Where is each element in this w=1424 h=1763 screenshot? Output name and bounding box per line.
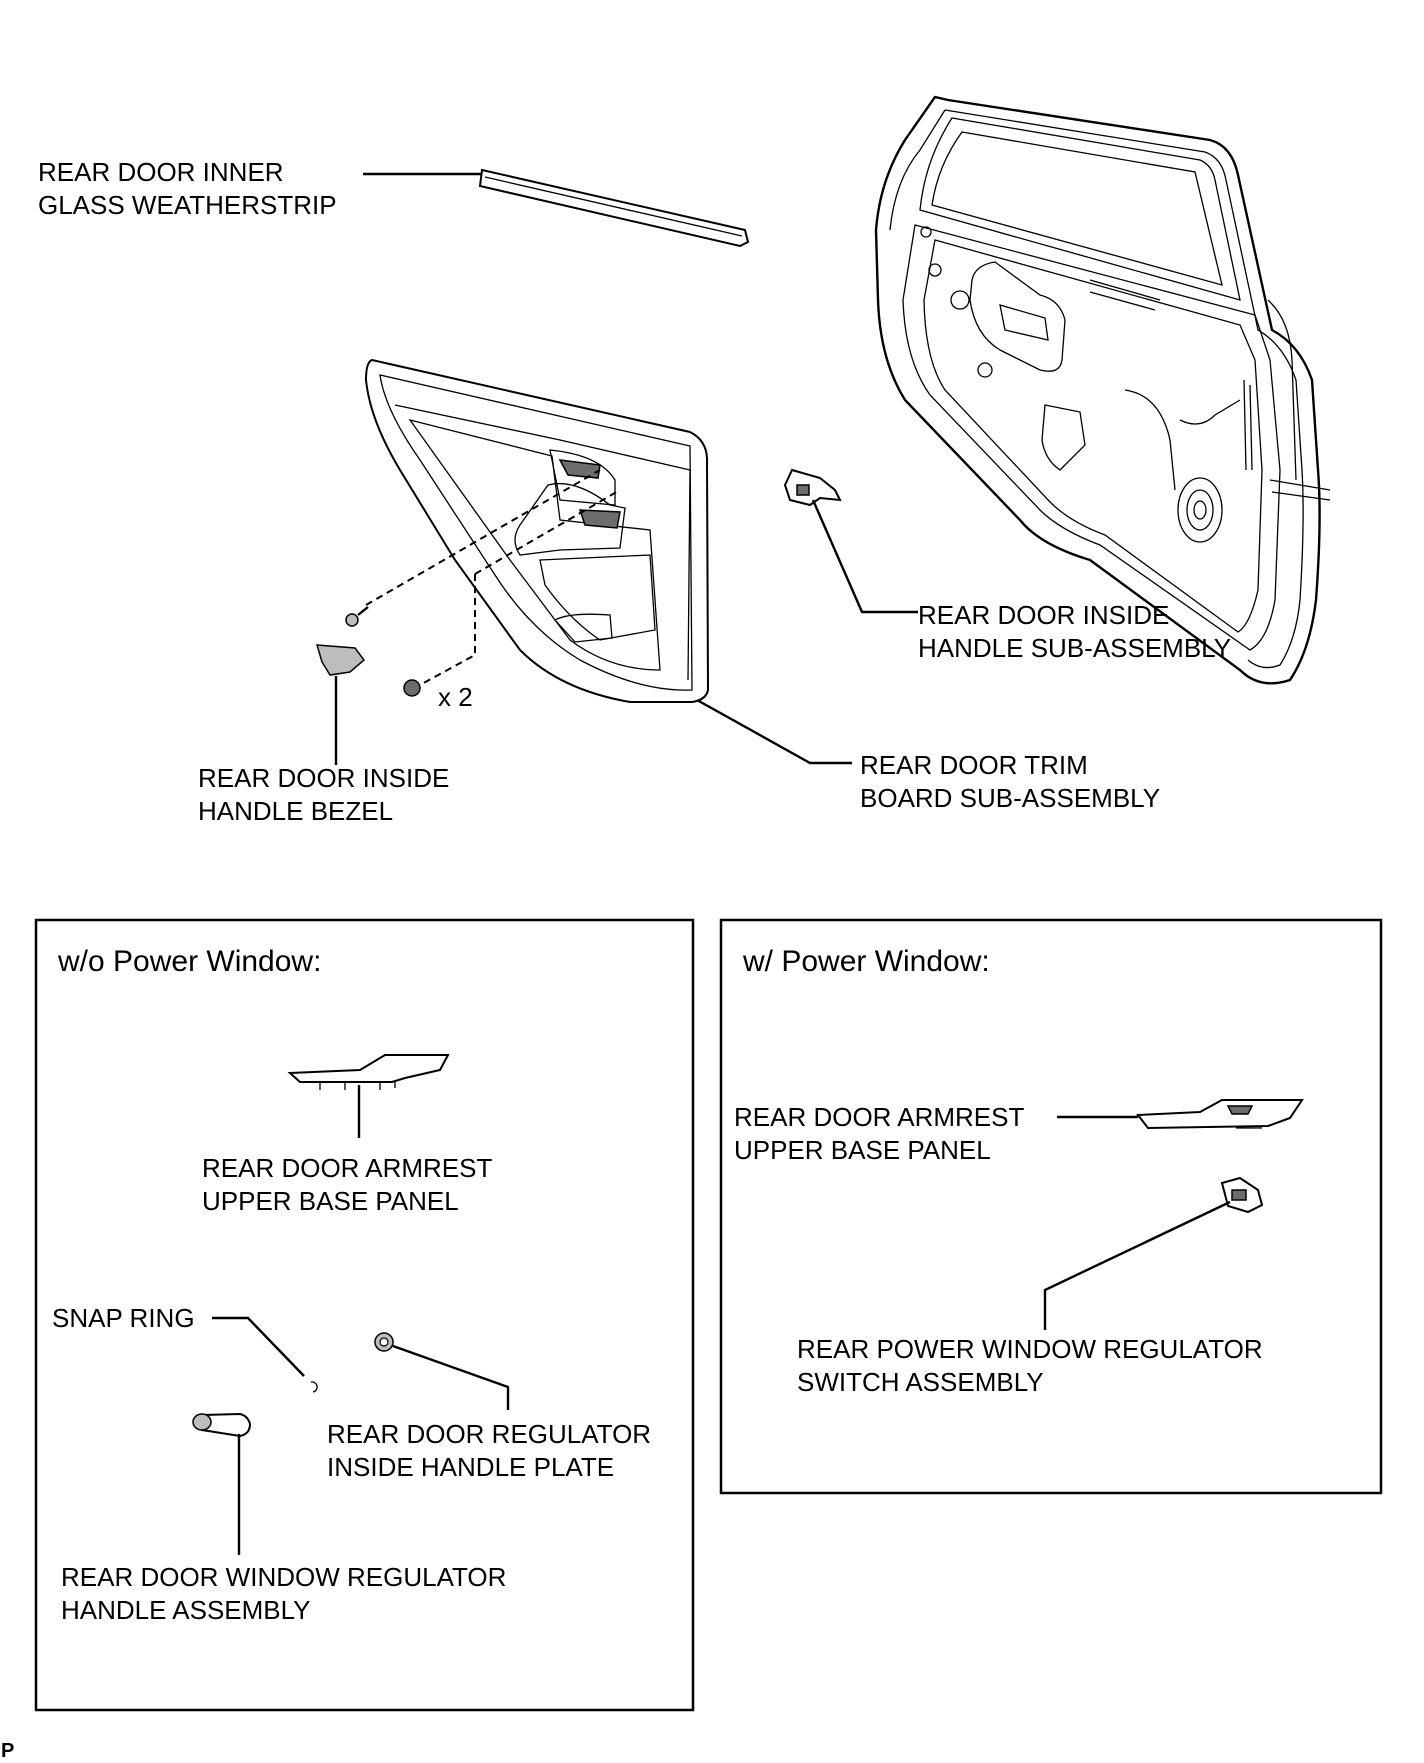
illustration-code: P [1, 1740, 15, 1762]
label-handle-plate-line2: INSIDE HANDLE PLATE [327, 1452, 615, 1482]
panel-left-title: w/o Power Window: [58, 945, 322, 978]
panel-without-power-window [34, 918, 695, 1712]
screw-illustration [345, 606, 421, 697]
label-right-armrest-line2: UPPER BASE PANEL [734, 1135, 991, 1165]
label-regulator-handle: REAR DOOR WINDOW REGULATOR HANDLE ASSEMB… [61, 1561, 506, 1627]
label-inside-handle-line2: HANDLE SUB-ASSEMBLY [918, 633, 1232, 663]
trim-board-illustration [364, 358, 710, 703]
label-handle-plate: REAR DOOR REGULATOR INSIDE HANDLE PLATE [327, 1418, 651, 1484]
label-switch-line2: SWITCH ASSEMBLY [797, 1367, 1044, 1397]
snap-ring-illustration [310, 1381, 318, 1393]
handle-plate-illustration [374, 1332, 394, 1352]
panel-with-power-window [719, 918, 1383, 1495]
label-handle-plate-line1: REAR DOOR REGULATOR [327, 1419, 652, 1449]
label-trim-board: REAR DOOR TRIM BOARD SUB-ASSEMBLY [860, 749, 1160, 815]
left-armrest-illustration [287, 1054, 450, 1090]
label-trim-board-line1: REAR DOOR TRIM [860, 750, 1088, 780]
label-left-armrest-line1: REAR DOOR ARMREST [202, 1153, 493, 1183]
label-left-armrest-line2: UPPER BASE PANEL [202, 1186, 459, 1216]
label-weatherstrip: REAR DOOR INNER GLASS WEATHERSTRIP [38, 156, 337, 222]
label-switch-line1: REAR POWER WINDOW REGULATOR [797, 1334, 1263, 1364]
regulator-handle-illustration [192, 1412, 252, 1438]
label-bezel-line1: REAR DOOR INSIDE [198, 763, 450, 793]
label-right-armrest-line1: REAR DOOR ARMREST [734, 1102, 1025, 1132]
switch-assembly-illustration [1220, 1176, 1264, 1214]
label-weatherstrip-line2: GLASS WEATHERSTRIP [38, 190, 337, 220]
label-regulator-handle-line2: HANDLE ASSEMBLY [61, 1595, 311, 1625]
label-regulator-handle-line1: REAR DOOR WINDOW REGULATOR [61, 1562, 507, 1592]
inside-handle-illustration [783, 468, 842, 507]
label-trim-board-line2: BOARD SUB-ASSEMBLY [860, 783, 1161, 813]
label-right-armrest: REAR DOOR ARMREST UPPER BASE PANEL [734, 1101, 1024, 1167]
label-bezel-line2: HANDLE BEZEL [198, 796, 394, 826]
label-left-armrest: REAR DOOR ARMREST UPPER BASE PANEL [202, 1152, 492, 1218]
label-weatherstrip-line1: REAR DOOR INNER [38, 157, 284, 187]
label-bezel: REAR DOOR INSIDE HANDLE BEZEL [198, 762, 449, 828]
panel-right-title: w/ Power Window: [743, 945, 990, 978]
label-inside-handle-line1: REAR DOOR INSIDE [918, 600, 1170, 630]
label-inside-handle: REAR DOOR INSIDE HANDLE SUB-ASSEMBLY [918, 599, 1231, 665]
right-armrest-illustration [1136, 1099, 1304, 1130]
bezel-illustration [315, 644, 366, 676]
screw-count: x 2 [438, 682, 473, 712]
door-shell-illustration [874, 95, 1331, 685]
label-switch: REAR POWER WINDOW REGULATOR SWITCH ASSEM… [797, 1333, 1263, 1399]
weatherstrip-illustration [478, 168, 750, 248]
label-snap-ring: SNAP RING [52, 1303, 195, 1333]
